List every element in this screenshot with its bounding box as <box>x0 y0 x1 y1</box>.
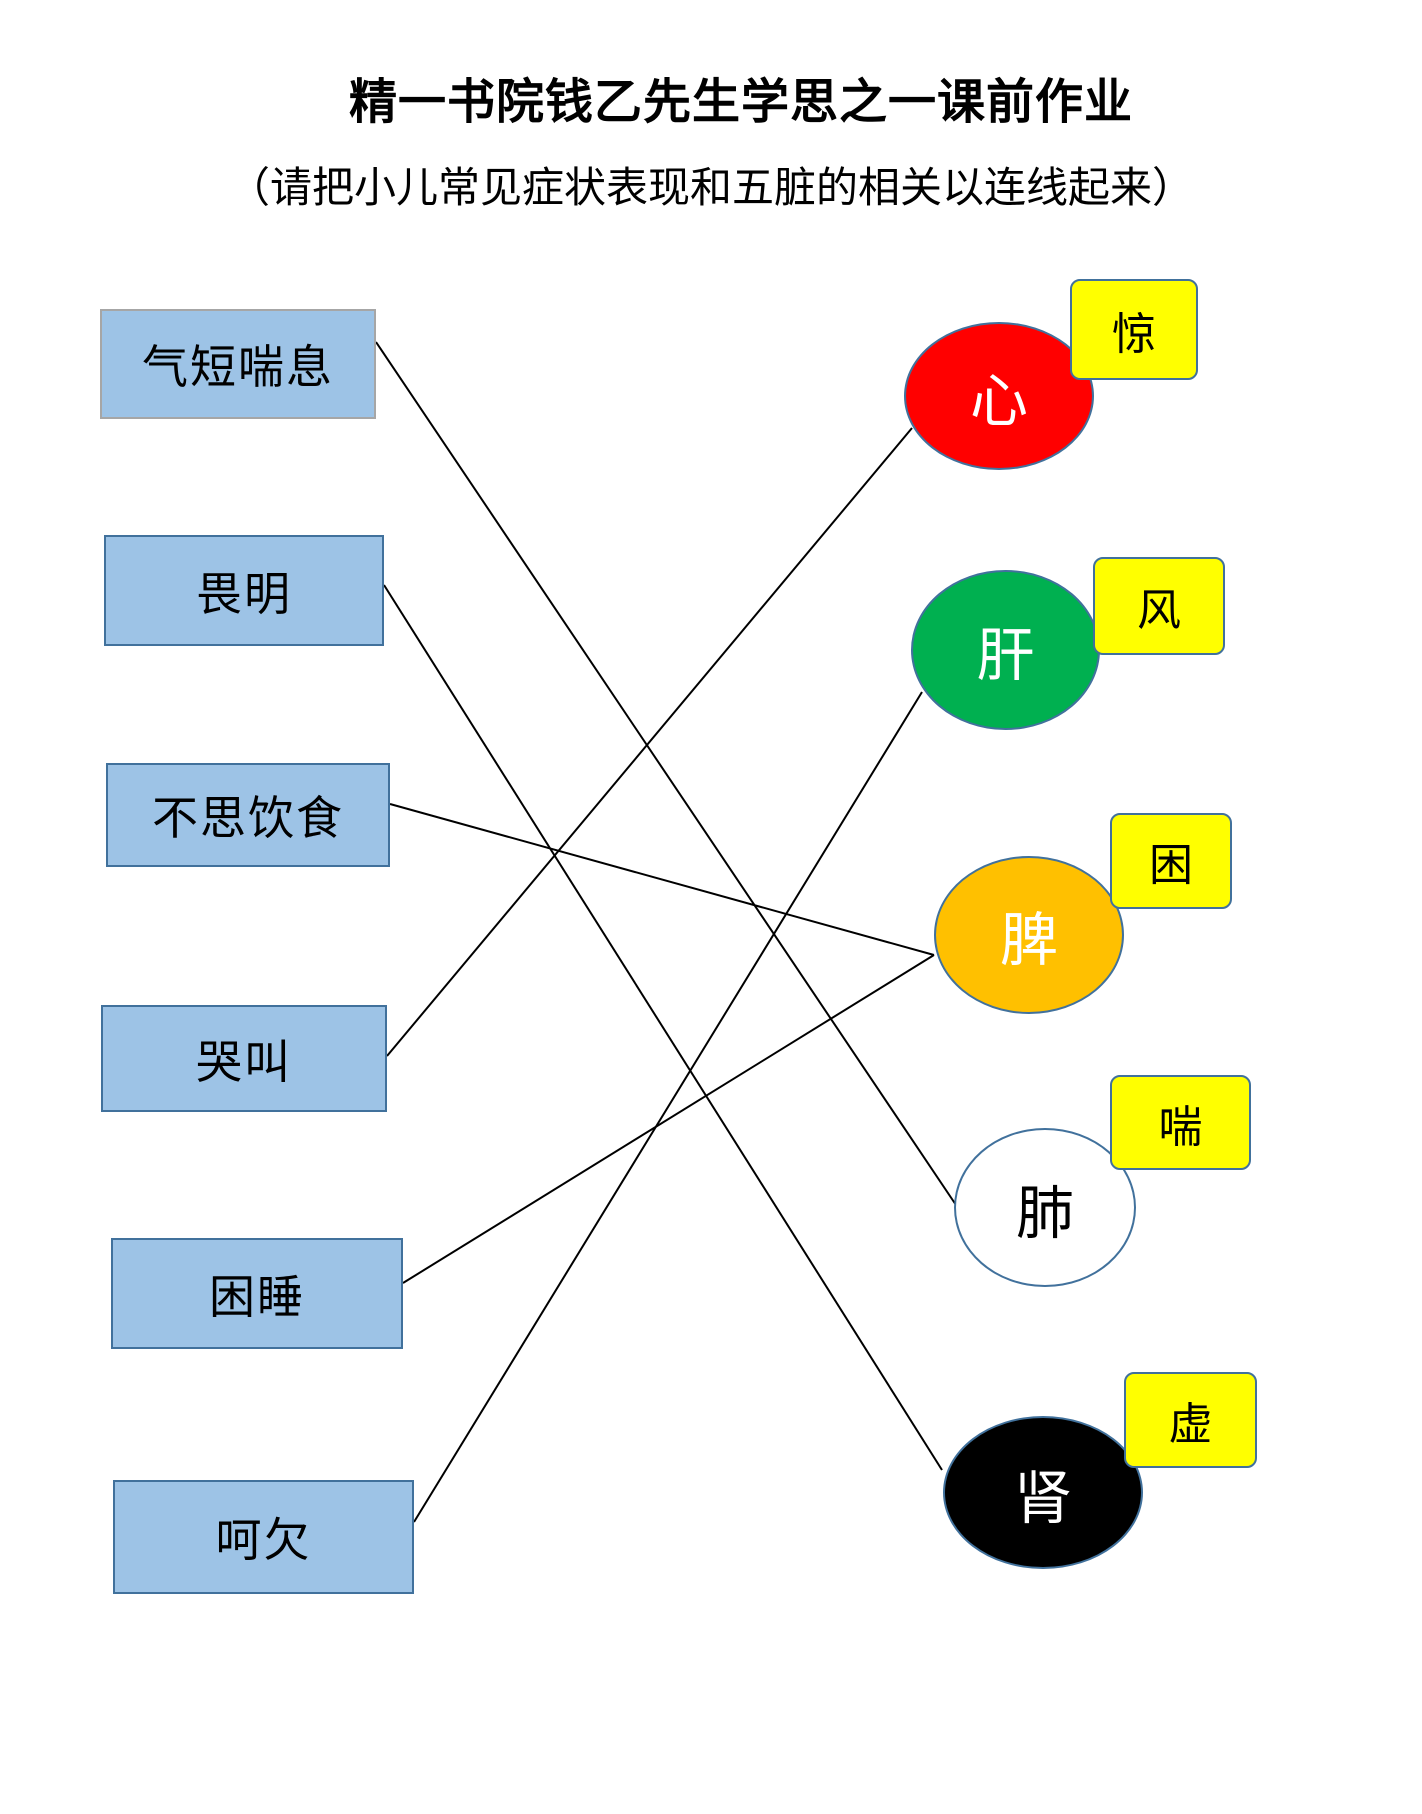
organ-kidney[interactable]: 肾 <box>943 1416 1143 1569</box>
organ-tag: 喘 <box>1110 1075 1251 1170</box>
connection-line <box>402 954 935 1284</box>
organ-liver[interactable]: 肝 <box>911 570 1100 730</box>
symptom-box[interactable]: 不思饮食 <box>106 763 390 867</box>
instructions: （请把小儿常见症状表现和五脏的相关以连线起来） <box>227 163 1194 212</box>
organ-spleen[interactable]: 脾 <box>934 856 1124 1014</box>
organ-tag: 困 <box>1110 813 1232 909</box>
symptom-box[interactable]: 气短喘息 <box>100 309 376 419</box>
organ-heart[interactable]: 心 <box>904 322 1094 470</box>
organ-tag: 惊 <box>1070 279 1198 380</box>
symptom-box[interactable]: 畏明 <box>104 535 384 646</box>
connection-line <box>389 803 935 956</box>
organ-tag: 虚 <box>1124 1372 1257 1468</box>
connection-line <box>413 691 923 1523</box>
organ-lung[interactable]: 肺 <box>954 1128 1136 1287</box>
connection-line <box>383 584 943 1471</box>
symptom-box[interactable]: 哭叫 <box>101 1005 387 1112</box>
connection-line <box>386 427 913 1057</box>
connection-line <box>375 341 957 1206</box>
symptom-box[interactable]: 困睡 <box>111 1238 403 1349</box>
symptom-box[interactable]: 呵欠 <box>113 1480 414 1594</box>
page-title: 精一书院钱乙先生学思之一课前作业 <box>348 74 1133 130</box>
organ-tag: 风 <box>1093 557 1225 655</box>
